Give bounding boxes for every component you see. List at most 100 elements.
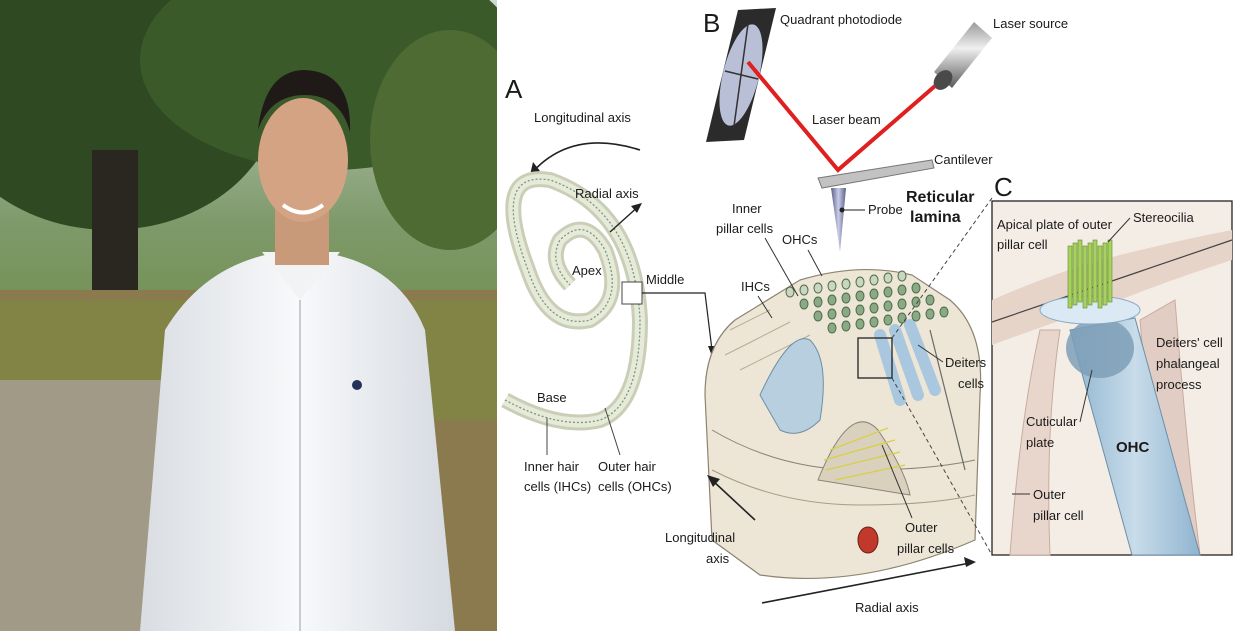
longitudinal-axis-label: Longitudinal axis — [534, 110, 631, 125]
panel-a-letter: A — [505, 74, 523, 104]
ihc-label-line2: cells (IHCs) — [524, 479, 591, 494]
outer-pillar-cell-label-line1: Outer — [1033, 487, 1066, 502]
ohc-label-line1: Outer hair — [598, 459, 656, 474]
inner-pillar-label-line1: Inner — [732, 201, 762, 216]
ohc-dot — [841, 306, 851, 318]
middle-label: Middle — [646, 272, 684, 287]
ohc-dots-group — [785, 270, 949, 334]
ohc-dot — [855, 290, 865, 302]
ohc-label-line2: cells (OHCs) — [598, 479, 672, 494]
radial-axis-label: Radial axis — [575, 186, 639, 201]
longitudinal-axis-b-line1: Longitudinal — [665, 530, 735, 545]
ohc-dot — [897, 312, 907, 324]
apical-plate-label-line2: pillar cell — [997, 237, 1048, 252]
ohc-dot — [785, 286, 795, 298]
ihcs-label: IHCs — [741, 279, 770, 294]
stereocilium — [1067, 245, 1073, 309]
ohc-dot — [939, 306, 949, 318]
cochlea-spiral — [501, 171, 649, 431]
deiters-label-line2: cells — [958, 376, 985, 391]
ohc-dot — [855, 276, 865, 288]
ohc-dot — [827, 322, 837, 334]
base-label: Base — [537, 390, 567, 405]
outer-pillar-cell-label-line2: pillar cell — [1033, 508, 1084, 523]
panel-c-letter: C — [994, 172, 1013, 202]
deiters-process-label-line3: process — [1156, 377, 1202, 392]
stereocilium — [1107, 239, 1113, 303]
ohcs-label: OHCs — [782, 232, 818, 247]
longitudinal-axis-b-line2: axis — [706, 551, 730, 566]
cantilever-label: Cantilever — [934, 152, 993, 167]
ohc-dot — [925, 308, 935, 320]
outer-pillar-label-line1: Outer — [905, 520, 938, 535]
reticular-lamina-label-line2: lamina — [910, 209, 961, 226]
ohc-dot — [841, 278, 851, 290]
ohc-dot — [869, 302, 879, 314]
stereocilia-label: Stereocilia — [1133, 210, 1194, 225]
stereocilium — [1097, 245, 1103, 309]
ohc-dot — [883, 314, 893, 326]
ohc-inset-label: OHC — [1116, 439, 1150, 456]
ohc-dot — [855, 318, 865, 330]
ihc-label-line1: Inner hair — [524, 459, 580, 474]
inner-pillar-label-line2: pillar cells — [716, 221, 774, 236]
ohc-dot — [883, 272, 893, 284]
inset-box — [857, 337, 893, 379]
ohc-dot — [897, 270, 907, 282]
cantilever — [817, 159, 935, 189]
panel-a: A Longitudinal axis Radial axis Apex Mid… — [501, 74, 716, 494]
ohc-dot — [799, 298, 809, 310]
cuticular-plate — [1066, 318, 1134, 378]
quadrant-photodiode — [706, 8, 776, 142]
ohc-dot — [911, 296, 921, 308]
ohc-dot — [827, 294, 837, 306]
ohc-dot — [883, 286, 893, 298]
ohc-dot — [813, 282, 823, 294]
panel-b-letter: B — [703, 8, 720, 38]
cuticular-plate-label-line2: plate — [1026, 435, 1054, 450]
ohc-dot — [925, 294, 935, 306]
apex-label: Apex — [572, 263, 602, 278]
ohc-dot — [869, 316, 879, 328]
ohc-dot — [869, 274, 879, 286]
panel-b: B Quadrant photodiode Laser source Laser… — [665, 8, 1068, 615]
ohc-dot — [841, 292, 851, 304]
reticular-lamina-label-line1: Reticular — [906, 189, 974, 206]
middle-box — [621, 281, 643, 305]
stereocilium — [1087, 242, 1093, 306]
outer-pillar-label-line2: pillar cells — [897, 541, 955, 556]
ohc-dot — [813, 310, 823, 322]
ohc-dot — [813, 296, 823, 308]
cuticular-plate-label-line1: Cuticular — [1026, 414, 1078, 429]
organ-of-corti-block — [704, 268, 982, 579]
ohc-dot — [827, 308, 837, 320]
stereocilia-bundle — [1067, 239, 1113, 309]
longitudinal-arrow — [529, 142, 641, 176]
stereocilium — [1082, 245, 1088, 309]
ohc-dot — [897, 284, 907, 296]
ohc-dot — [855, 304, 865, 316]
panel-c: C Apical plate of outer pillar cell Ster… — [991, 172, 1233, 556]
probe — [831, 188, 846, 252]
ohc-dot — [869, 288, 879, 300]
deiters-label-line1: Deiters — [945, 355, 987, 370]
apical-plate-label-line1: Apical plate of outer — [997, 217, 1113, 232]
stereocilium — [1092, 239, 1098, 303]
deiters-process-label-line2: phalangeal — [1156, 356, 1220, 371]
person — [140, 70, 455, 631]
stereocilium — [1072, 242, 1078, 306]
laser-beam-label: Laser beam — [812, 112, 881, 127]
ohc-dot — [883, 300, 893, 312]
quadrant-photodiode-label: Quadrant photodiode — [780, 12, 902, 27]
stereocilium — [1077, 239, 1083, 303]
probe-label: Probe — [868, 202, 903, 217]
ohc-dot — [841, 320, 851, 332]
stereocilium — [1102, 242, 1108, 306]
laser-source — [933, 22, 992, 90]
radial-axis-b-label: Radial axis — [855, 600, 919, 615]
deiters-process-label-line1: Deiters' cell — [1156, 335, 1223, 350]
blood-vessel — [857, 526, 879, 554]
ohc-dot — [897, 298, 907, 310]
